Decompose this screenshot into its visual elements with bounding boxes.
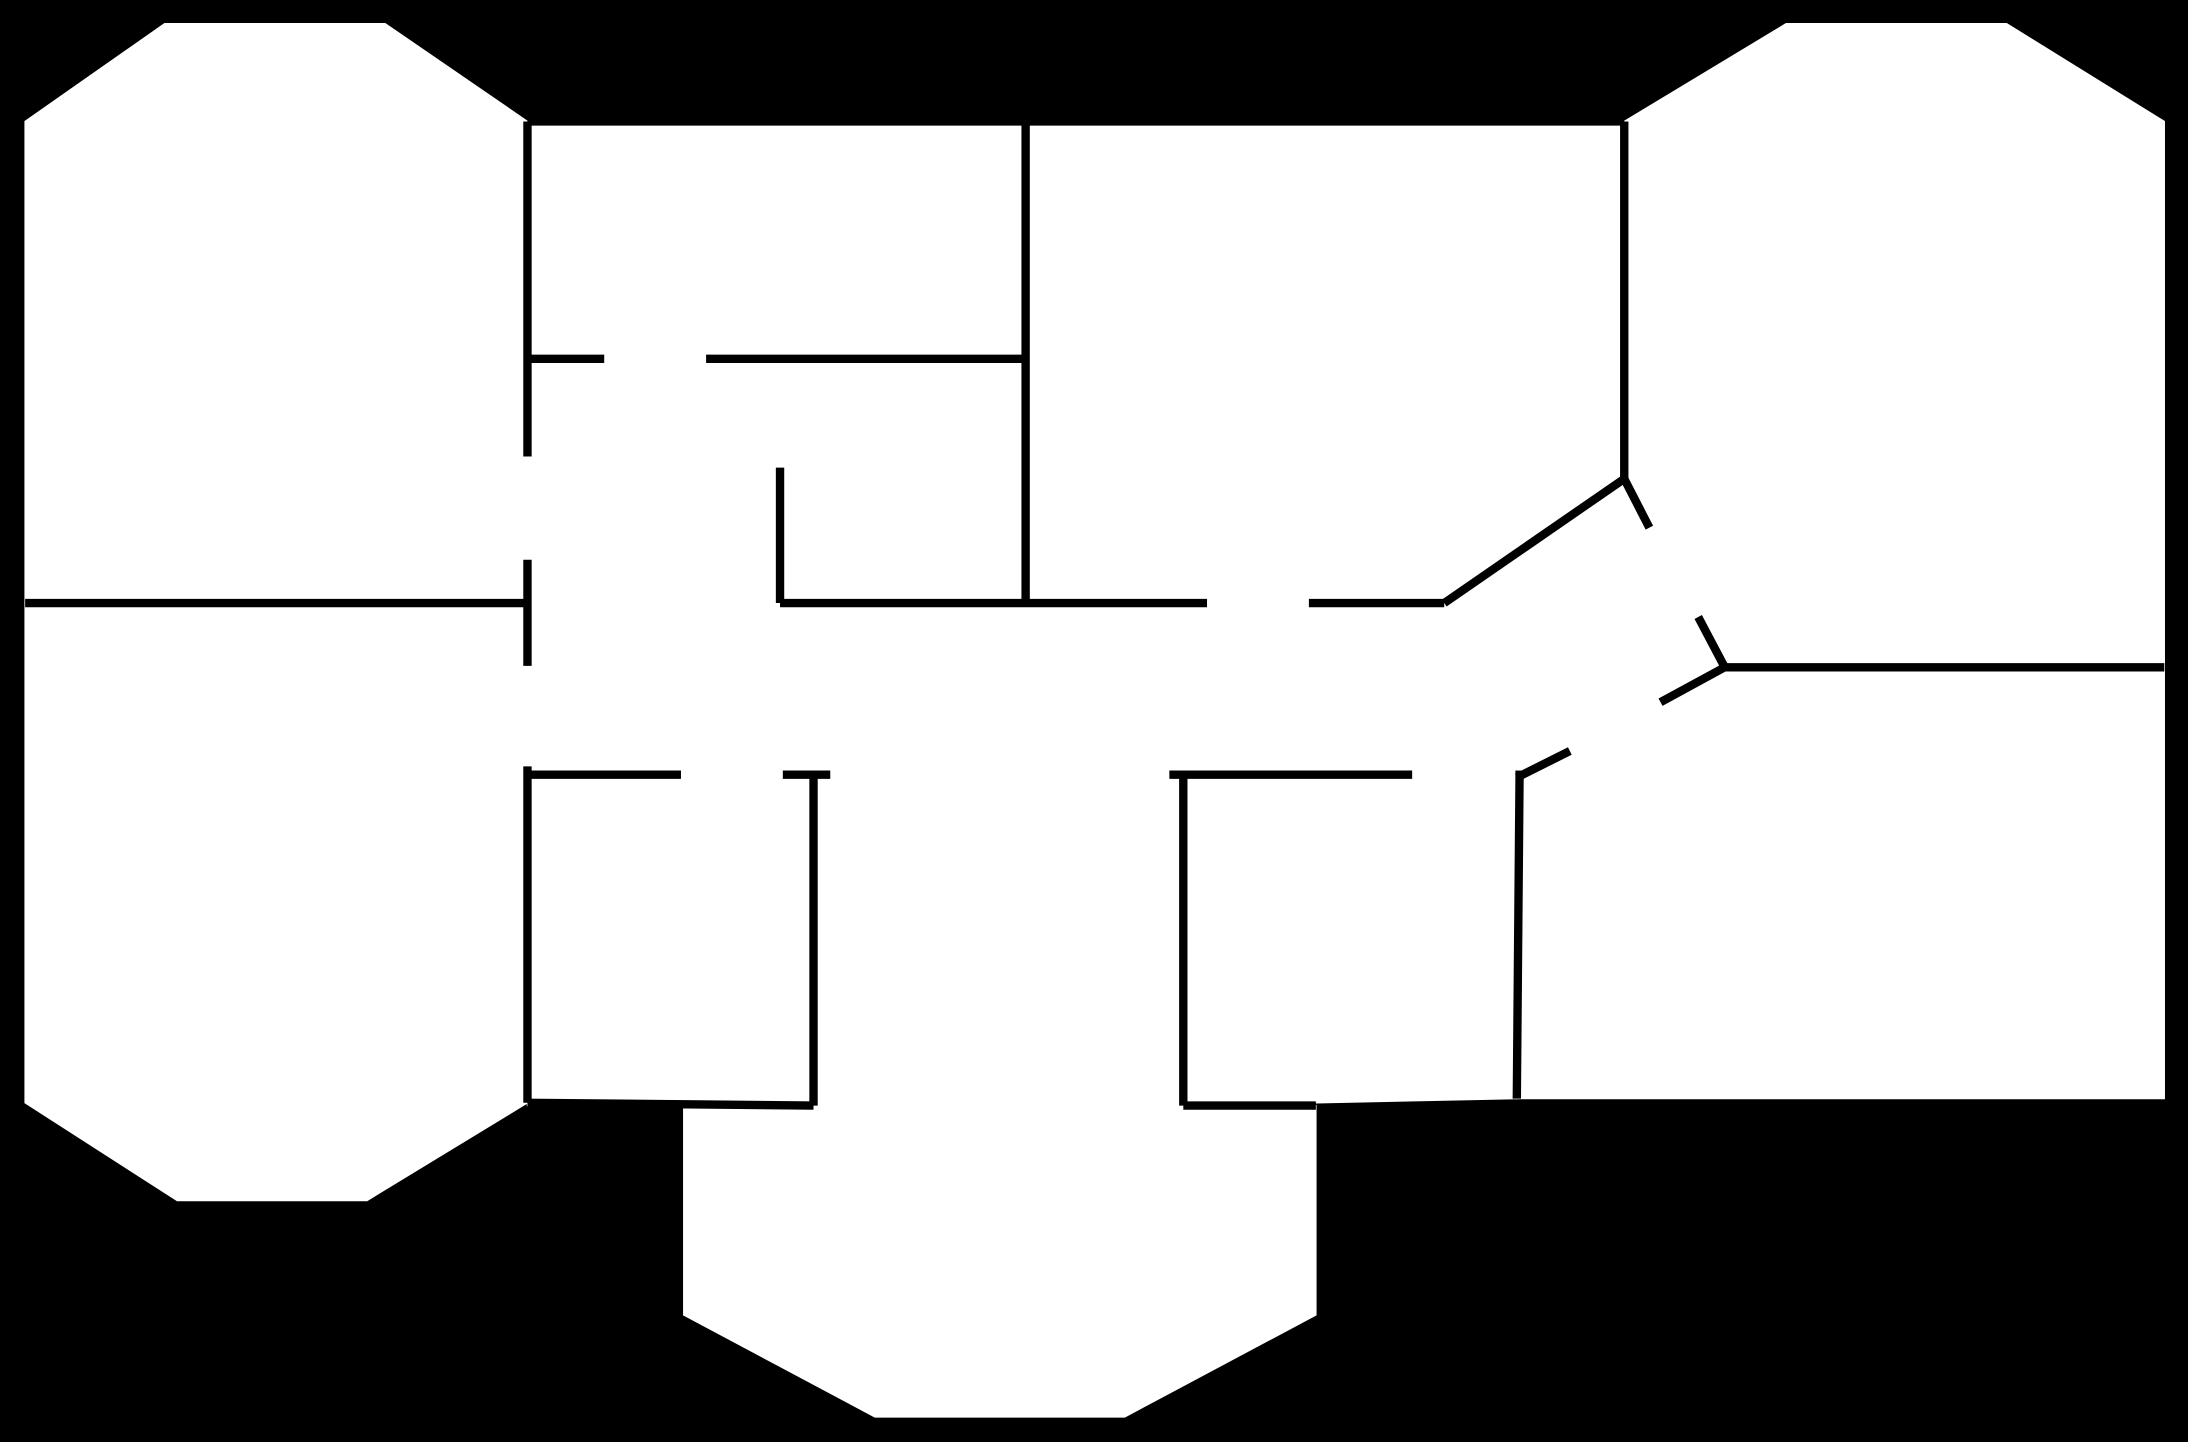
rooms-layer [24, 23, 2165, 1418]
room-top-center-right [1024, 120, 1625, 604]
room-bottom-right [1516, 666, 2165, 1100]
wall [1694, 615, 1729, 670]
wall [1620, 476, 1654, 530]
wall [1441, 475, 1627, 607]
wall [527, 1098, 814, 1110]
room-lower-left [526, 774, 815, 1107]
wall [1512, 770, 1524, 1099]
wall [1658, 663, 1727, 706]
room-top-right [1623, 23, 2165, 668]
room-lower-right [1182, 774, 1518, 1107]
wall [1514, 747, 1572, 782]
room-top-left [24, 23, 529, 604]
walls-layer [25, 117, 2165, 1110]
room-bottom-left [24, 602, 529, 1202]
